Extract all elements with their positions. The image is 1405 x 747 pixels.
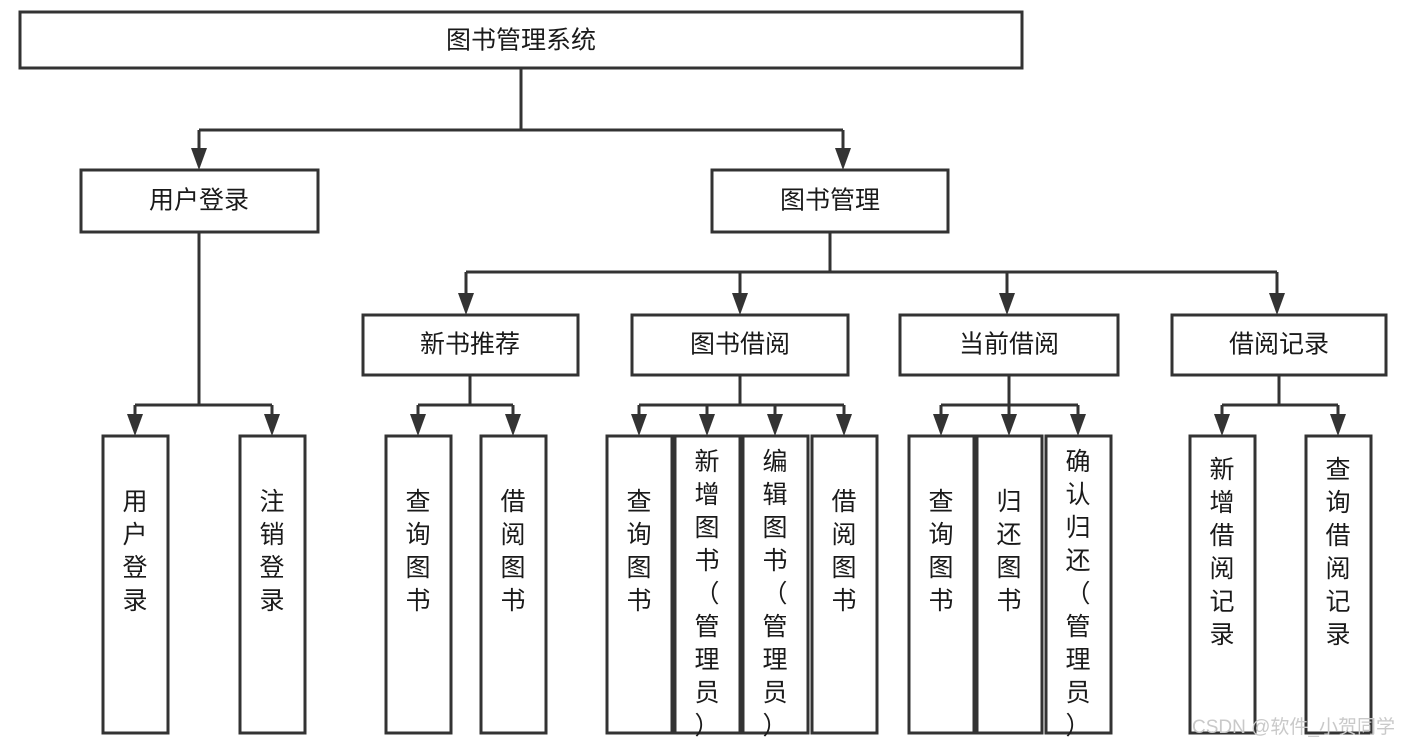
leaf-label-vertical: 查询图书 [928,488,953,615]
node-borrow-record-label: 借阅记录 [1229,331,1329,359]
leaf-node[interactable]: 查询图书 [605,434,674,735]
node-current-borrow[interactable]: 当前借阅 [898,313,1120,377]
node-book-management[interactable]: 图书管理 [710,168,950,234]
leaf-node[interactable]: 查询图书 [384,434,453,735]
leaf-node[interactable]: 确认归还（管理员） [1044,434,1113,740]
node-root-label: 图书管理系统 [446,27,596,55]
leaf-label-vertical: 借阅图书 [500,488,525,615]
connector-currentborrow-to-leaves [933,375,1086,436]
node-user-login[interactable]: 用户登录 [79,168,320,234]
node-current-borrow-label: 当前借阅 [959,331,1059,359]
connector-root-to-level2 [191,68,851,170]
leaf-node[interactable]: 查询图书 [907,434,976,735]
leaf-label-vertical: 查询图书 [405,488,430,615]
node-book-borrow-label: 图书借阅 [690,331,790,359]
leaf-label-vertical: 归还图书 [996,488,1021,615]
leaf-label-vertical: 查询借阅记录 [1325,456,1350,649]
leaf-label-vertical: 用户登录 [122,488,147,615]
leaf-node[interactable]: 新增借阅记录 [1188,434,1257,735]
leaf-node[interactable]: 归还图书 [975,434,1044,735]
leaf-label-vertical: 新增借阅记录 [1209,456,1234,649]
leaf-label-vertical: 注销登录 [259,488,284,615]
connector-bookmgmt-to-level3 [458,232,1285,315]
leaf-node[interactable]: 注销登录 [238,434,307,735]
watermark-text: CSDN @软件_小贺同学 [1192,716,1395,738]
node-borrow-record[interactable]: 借阅记录 [1170,313,1388,377]
leaf-node[interactable]: 借阅图书 [810,434,879,735]
leaf-label-vertical: 确认归还（管理员） [1065,448,1090,740]
leaf-node[interactable]: 查询借阅记录 [1304,434,1373,735]
leaf-node[interactable]: 用户登录 [101,434,170,735]
leaf-node[interactable]: 编辑图书（管理员） [741,434,810,740]
node-new-book-recommend[interactable]: 新书推荐 [361,313,580,377]
connector-borrowrecord-to-leaves [1214,375,1346,436]
node-user-login-label: 用户登录 [149,187,249,215]
connector-userlogin-to-leaves [127,232,280,436]
node-book-borrow[interactable]: 图书借阅 [630,313,850,377]
node-book-management-label: 图书管理 [780,187,880,215]
leaf-node[interactable]: 借阅图书 [479,434,548,735]
node-new-book-recommend-label: 新书推荐 [420,331,520,359]
leaf-label-vertical: 借阅图书 [831,488,856,615]
leaf-label-vertical: 查询图书 [626,488,651,615]
node-root-system[interactable]: 图书管理系统 [18,10,1024,70]
leaf-label-vertical: 编辑图书（管理员） [762,448,787,740]
leaf-label-vertical: 新增图书（管理员） [694,448,719,740]
connector-bookborrow-to-leaves [631,375,852,436]
connector-newbook-to-leaves [410,375,521,436]
leaf-node[interactable]: 新增图书（管理员） [673,434,742,740]
